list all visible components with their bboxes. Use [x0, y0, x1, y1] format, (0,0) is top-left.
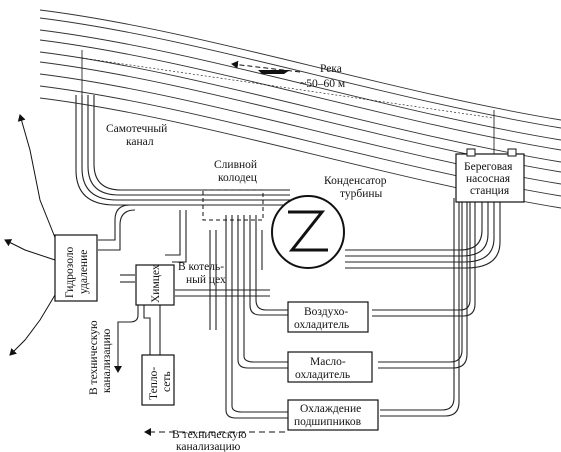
bearing-cooling-label-2: подшипников [294, 416, 362, 428]
chem-shop-box [135, 264, 175, 306]
condenser-label-2: турбины [340, 188, 383, 200]
ash-removal-box [54, 234, 98, 302]
ash-removal-label-1: Гидрозоло [64, 246, 76, 298]
drain-well-label-1: Сливной [214, 159, 257, 171]
oil-cooler-box [287, 351, 373, 383]
pump-to-condenser [345, 198, 501, 269]
chem-shop-label: Химцех [150, 264, 162, 303]
pump-station-tab-1 [466, 148, 476, 157]
air-cooler-label-2: охладитель [294, 319, 349, 331]
pump-station-label-3: станция [470, 185, 510, 197]
pump-to-coolers [372, 198, 476, 417]
oil-cooler-label-2: охладитель [295, 369, 350, 381]
bearing-cooling-label-1: Охлаждение [300, 403, 361, 415]
drain-well [202, 189, 264, 221]
boat-icon [258, 70, 290, 74]
tech-sewer-h-label-1: В техническую [172, 429, 247, 441]
heat-network-label-2: сеть [161, 371, 173, 392]
pump-station-label-2: насосная [466, 173, 511, 185]
heat-network-box [141, 354, 175, 406]
tech-sewer-v-label-2: канализацию [101, 328, 113, 393]
coolers-return [225, 215, 290, 419]
gravity-channel [75, 95, 290, 206]
river-label: Река [320, 63, 342, 75]
boiler-shop-label-2: ный цех [186, 274, 226, 286]
air-cooler-box [287, 301, 369, 333]
condenser [271, 195, 345, 269]
pump-station-label-1: Береговая [464, 161, 513, 173]
branch-pipes [98, 204, 270, 360]
river [39, 9, 561, 209]
heat-network-label-1: Тепло- [148, 367, 160, 400]
oil-cooler-label-1: Масло- [310, 356, 346, 368]
ash-removal-label-2: удаление [78, 250, 90, 294]
bearing-cooling-box [287, 399, 379, 431]
river-width-label: ~50–60 м [300, 78, 346, 90]
gravity-channel-label-2: канал [126, 136, 154, 148]
tech-sewer-h-label-2: канализацию [176, 441, 241, 452]
tech-sewer-v-label-1: В техническую [88, 320, 100, 395]
boiler-shop-label-1: В котель- [178, 261, 224, 273]
drain-well-label-2: колодец [218, 172, 257, 184]
pump-station-tab-2 [507, 148, 517, 157]
air-cooler-label-1: Воздухо- [304, 306, 348, 318]
width-dim-line [81, 57, 495, 119]
pump-station-box [455, 153, 525, 203]
condenser-label-1: Конденсатор [324, 175, 387, 187]
ash-discharge [4, 114, 61, 356]
gravity-channel-label-1: Самотечный [106, 123, 167, 135]
